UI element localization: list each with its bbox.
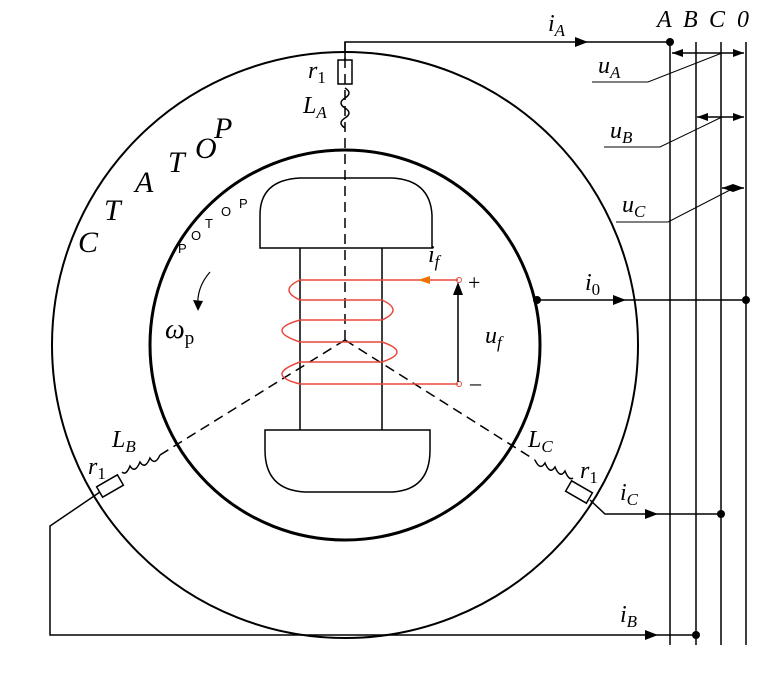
label-omega: ωр bbox=[165, 314, 194, 349]
label-uf: uf bbox=[485, 323, 504, 352]
rotor-pole-bottom bbox=[264, 429, 431, 493]
node-neutral-bus bbox=[742, 296, 750, 304]
uc-arrowhead-left bbox=[722, 184, 733, 192]
phase-axis-c bbox=[344, 339, 536, 461]
label-if: if bbox=[428, 242, 442, 271]
rotor-letter-5: Р bbox=[239, 196, 248, 211]
label-ub: uB bbox=[610, 118, 633, 147]
stator-letter-4: Т bbox=[168, 146, 187, 179]
uc-arrowhead-right bbox=[733, 184, 744, 192]
rotor-letter-1: Р bbox=[178, 241, 187, 256]
rotor-letter-2: О bbox=[191, 228, 201, 243]
label-r1-b: r1 bbox=[88, 454, 106, 483]
rotor-letter-4: О bbox=[221, 204, 231, 219]
label-ib: iB bbox=[620, 602, 638, 631]
ua-leader bbox=[592, 52, 723, 83]
label-ic: iC bbox=[620, 480, 639, 509]
field-current-arrow bbox=[418, 276, 430, 284]
wire-phase-a bbox=[344, 41, 670, 60]
r1-resistor-c bbox=[564, 479, 594, 505]
label-i0: i0 bbox=[585, 270, 600, 299]
field-terminal-bottom bbox=[456, 381, 462, 387]
rotor-pole-top bbox=[259, 177, 433, 249]
stator-inner-ring bbox=[148, 148, 542, 542]
arrow-ic bbox=[645, 509, 658, 519]
wire-phase-b bbox=[49, 491, 696, 636]
ub-leader bbox=[604, 116, 723, 148]
label-lb: LB bbox=[111, 427, 136, 456]
label-ua: uA bbox=[598, 53, 621, 82]
label-la: LA bbox=[302, 93, 327, 122]
stator-letter-3: А bbox=[133, 166, 154, 199]
ua-arrowhead-right bbox=[733, 49, 744, 57]
wire-phase-c bbox=[589, 499, 721, 515]
label-ia: iA bbox=[548, 11, 566, 40]
label-uc: uC bbox=[622, 192, 646, 221]
arrow-ia bbox=[575, 37, 588, 47]
uf-arrow-head bbox=[453, 282, 463, 295]
node-neutral-stator bbox=[533, 296, 541, 304]
node-b bbox=[692, 631, 700, 639]
stator-letter-1: С bbox=[78, 226, 99, 259]
stator-letter-2: Т bbox=[104, 194, 123, 227]
bus-label-c: C bbox=[709, 7, 726, 33]
ua-arrowhead-left bbox=[672, 49, 683, 57]
field-winding bbox=[281, 279, 458, 385]
node-a bbox=[666, 38, 674, 46]
label-plus: + bbox=[468, 270, 480, 295]
bus-label-a: A bbox=[655, 7, 672, 33]
stator-letter-6: Р bbox=[213, 112, 232, 145]
field-terminal-top bbox=[456, 277, 462, 283]
bus-label-0: 0 bbox=[737, 7, 749, 33]
label-r1-c: r1 bbox=[580, 458, 598, 487]
arrow-i0 bbox=[613, 295, 626, 305]
ub-arrowhead-right bbox=[733, 113, 744, 121]
inductor-lb bbox=[121, 454, 161, 474]
rotor-letter-3: Т bbox=[205, 216, 213, 231]
node-c bbox=[717, 510, 725, 518]
label-lc: LC bbox=[527, 427, 553, 456]
inductor-la bbox=[340, 87, 350, 129]
arrow-ib bbox=[645, 630, 658, 640]
bus-label-b: B bbox=[683, 7, 698, 33]
label-minus: – bbox=[469, 370, 482, 395]
uc-leader bbox=[616, 189, 731, 223]
stator-letter-5: О bbox=[195, 132, 217, 165]
phase-axis-b bbox=[159, 339, 346, 456]
ub-arrowhead-left bbox=[697, 113, 708, 121]
inductor-lc bbox=[534, 459, 574, 480]
label-r1-a: r1 bbox=[308, 58, 326, 87]
rotation-arrowhead-icon bbox=[193, 300, 203, 311]
